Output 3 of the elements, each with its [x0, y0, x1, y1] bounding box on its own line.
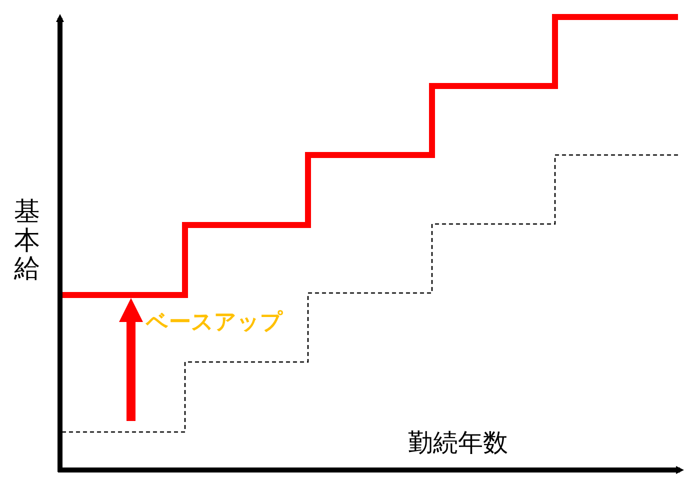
annotation-label: ベースアップ — [146, 312, 283, 334]
axis-title: 勤続年数 — [408, 430, 508, 455]
axis-title: 基本給 — [14, 198, 41, 284]
